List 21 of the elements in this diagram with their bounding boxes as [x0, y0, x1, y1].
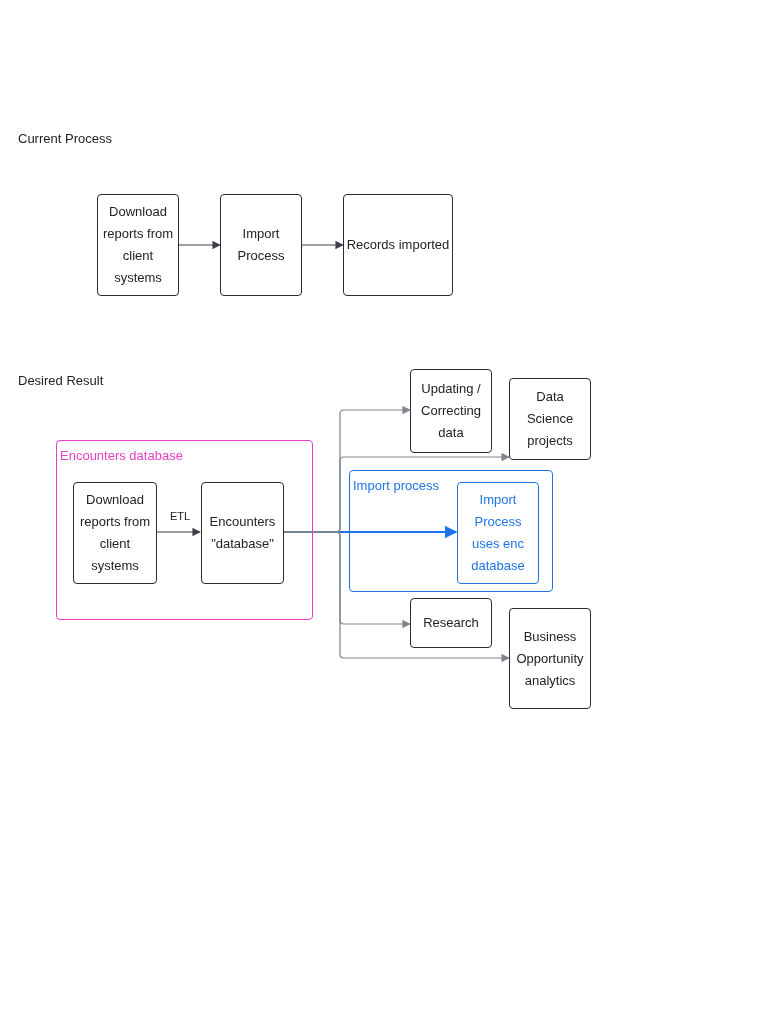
- process-box: Encounters "database": [201, 482, 284, 584]
- process-box: Download reports from client systems: [97, 194, 179, 296]
- group-frame: [349, 470, 553, 592]
- process-box: Business Opportunity analytics: [509, 608, 591, 709]
- arrow: [155, 527, 201, 537]
- process-box: Download reports from client systems: [73, 482, 157, 584]
- process-box: Updating / Correcting data: [410, 369, 492, 453]
- process-box: Data Science projects: [509, 378, 591, 460]
- process-box: Import Process: [220, 194, 302, 296]
- edge-label: ETL: [168, 510, 193, 522]
- group-frame: [56, 440, 313, 620]
- arrow: [301, 240, 344, 250]
- arrow: [282, 531, 510, 663]
- process-box: Import Process uses enc database: [457, 482, 539, 584]
- arrow: [178, 240, 221, 250]
- process-box: Research: [410, 598, 492, 648]
- section-heading: Current Process: [18, 131, 112, 146]
- group-title: Encounters database: [60, 447, 183, 465]
- section-heading: Desired Result: [18, 373, 104, 388]
- group-title: Import process: [353, 477, 439, 495]
- process-box: Records imported: [343, 194, 453, 296]
